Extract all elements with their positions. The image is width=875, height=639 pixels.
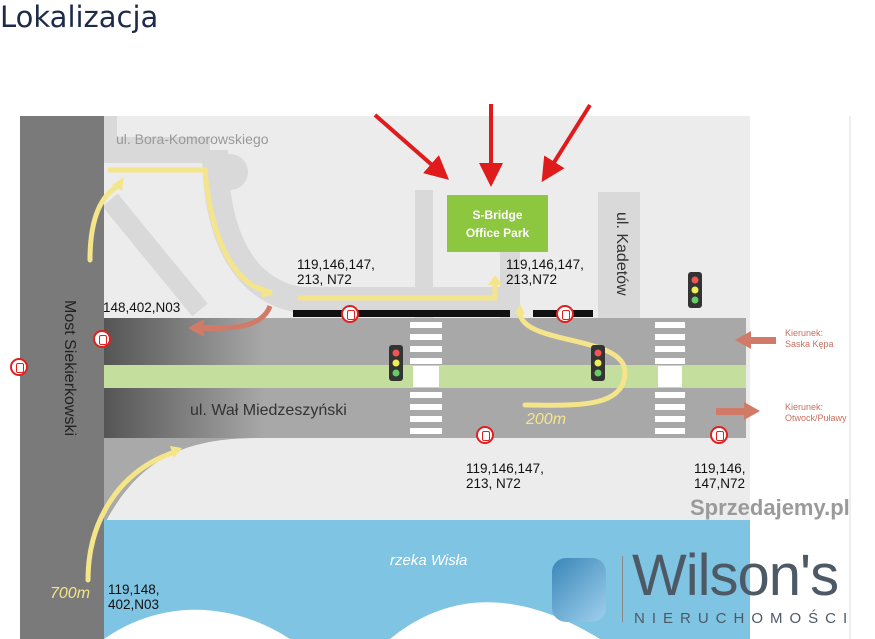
traffic-lights	[389, 272, 702, 381]
bus-stop-icon	[556, 305, 574, 323]
bus-lines-top-right: 119,146,147, 213,N72	[506, 257, 584, 287]
street-kadetow: ul. Kadetów	[613, 212, 630, 296]
bus-lines-top-center: 119,146,147, 213, N72	[297, 257, 375, 287]
direction-saska-kepa: Kierunek: Saska Kępa	[785, 328, 834, 349]
distance-700m: 700m	[50, 585, 91, 602]
bus-lines-bottom-center: 119,146,147, 213, N72	[466, 461, 544, 491]
bus-stop-icon	[341, 305, 359, 323]
street-wal: ul. Wał Miedzeszyński	[190, 402, 347, 419]
bus-lines-bottom-left: 119,148, 402,N03	[108, 582, 160, 612]
bus-stop-icon	[710, 426, 728, 444]
bus-stop-icon	[10, 358, 28, 376]
street-most: Most Siekierkowski	[61, 300, 78, 437]
office-park-marker: S-Bridge Office Park	[447, 195, 548, 252]
office-name-line1: S-Bridge	[472, 208, 523, 222]
direction-otwock: Kierunek: Otwock/Puławy	[785, 402, 847, 423]
bus-lines-left: 148,402,N03	[103, 300, 181, 315]
distance-200m: 200m	[526, 411, 567, 428]
bus-stop-icon	[476, 426, 494, 444]
location-pointer-arrows	[373, 103, 592, 187]
office-name-line2: Office Park	[465, 226, 530, 240]
wilsons-logo-subtitle: NIERUCHOMOŚCI	[634, 610, 855, 627]
bus-lines-bottom-right: 119,146, 147,N72	[694, 461, 746, 491]
kadetow-road	[598, 192, 640, 318]
wilsons-logo-mark	[552, 558, 606, 622]
page-title: Lokalizacja	[0, 0, 159, 34]
wilsons-logo-text: Wilson's	[632, 543, 839, 608]
street-bora: ul. Bora-Komorowskiego	[116, 131, 269, 147]
river-label: rzeka Wisła	[390, 552, 468, 569]
bus-stop-icon	[93, 330, 111, 348]
watermark: Sprzedajemy.pl	[690, 495, 850, 520]
